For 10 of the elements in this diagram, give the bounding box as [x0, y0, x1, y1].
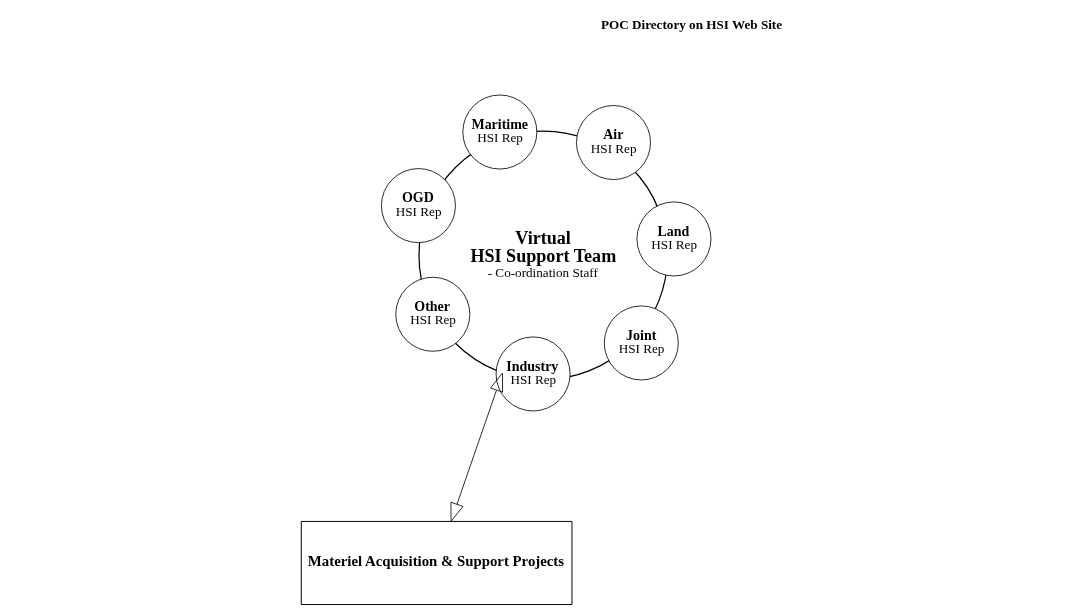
arrow: [450, 372, 503, 522]
node-circle: Land HSI Rep: [636, 201, 711, 277]
node-circle: Joint HSI Rep: [603, 305, 679, 381]
label: POC Directory on HSI Web Site: [600, 16, 782, 32]
node-circle: Industry HSI Rep: [495, 336, 570, 412]
node-circle: Maritime HSI Rep: [461, 94, 537, 170]
node-circle: OGD HSI Rep: [380, 168, 456, 243]
node-circle: Air HSI Rep: [575, 105, 651, 180]
node-circle: Other HSI Rep: [394, 276, 470, 352]
node-box: Materiel Acquisition & Support Projects: [300, 520, 572, 606]
